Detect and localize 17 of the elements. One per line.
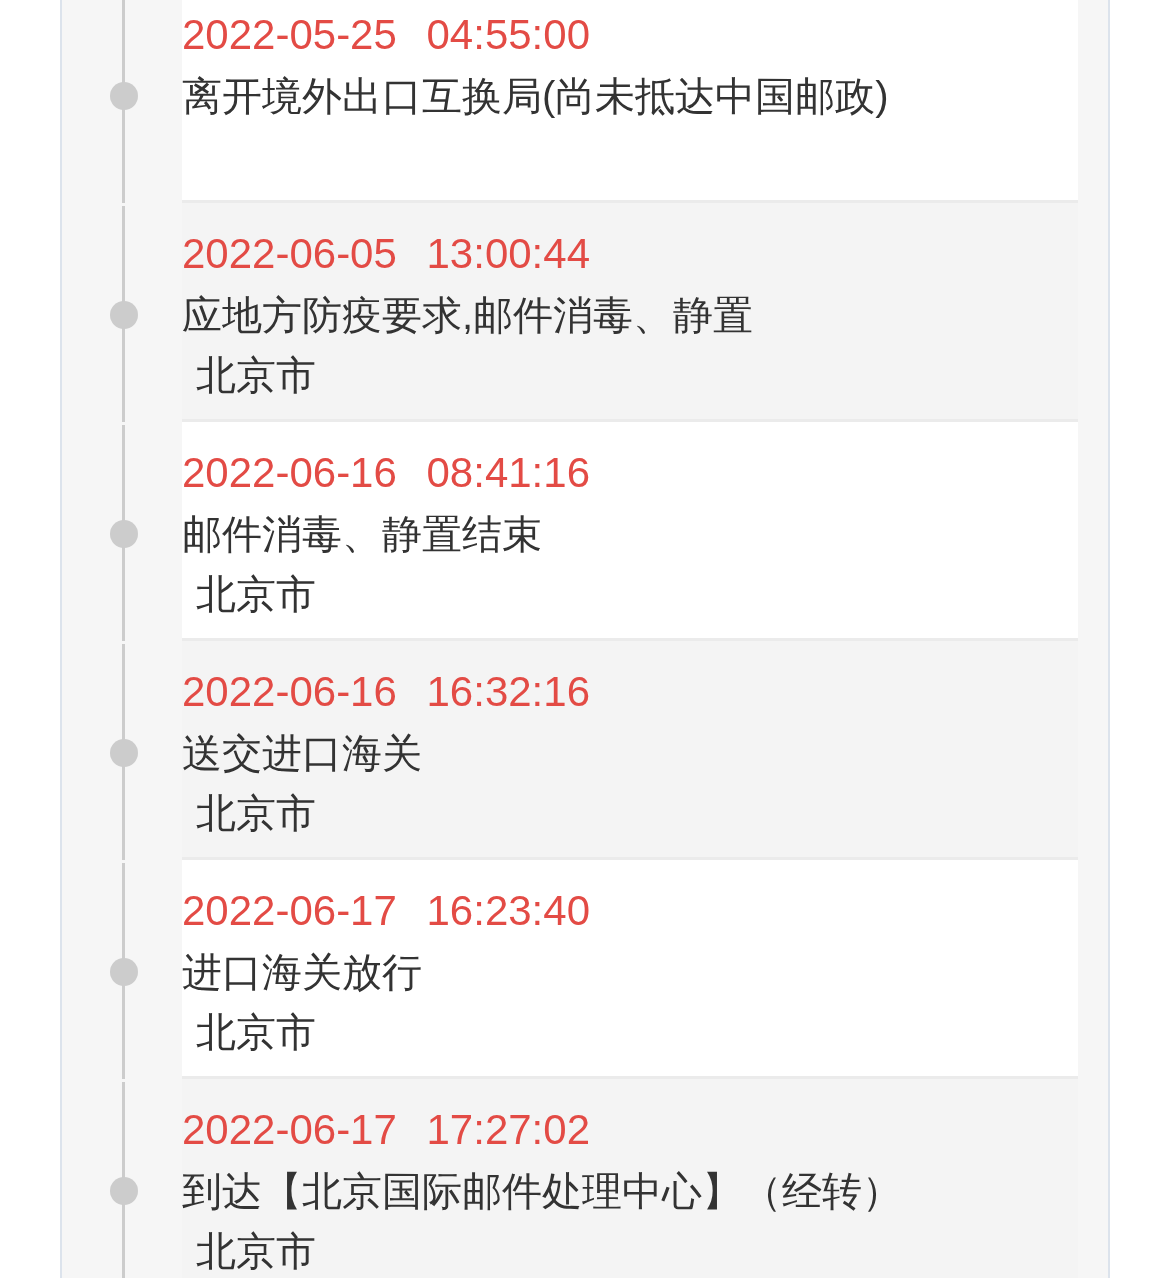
location-text: 北京市 — [196, 352, 316, 399]
status-text: 邮件消毒、静置结束 — [182, 511, 542, 558]
location-text: 北京市 — [196, 1009, 316, 1056]
timestamp: 2022-06-17 17:27:02 — [182, 1105, 590, 1155]
location-text: 北京市 — [196, 1228, 316, 1275]
timestamp: 2022-06-16 16:32:16 — [182, 667, 590, 717]
location-text: 北京市 — [196, 571, 316, 618]
location-text: 北京市 — [196, 790, 316, 837]
status-text: 到达【北京国际邮件处理中心】（经转） — [182, 1168, 902, 1215]
status-text: 进口海关放行 — [182, 949, 422, 996]
timestamp: 2022-06-05 13:00:44 — [182, 229, 590, 279]
status-text: 离开境外出口互换局(尚未抵达中国邮政) — [182, 73, 889, 120]
timestamp: 2022-05-25 04:55:00 — [182, 10, 590, 60]
status-text: 送交进口海关 — [182, 730, 422, 777]
timestamp: 2022-06-16 08:41:16 — [182, 448, 590, 498]
status-text: 应地方防疫要求,邮件消毒、静置 — [182, 292, 754, 339]
timestamp: 2022-06-17 16:23:40 — [182, 886, 590, 936]
